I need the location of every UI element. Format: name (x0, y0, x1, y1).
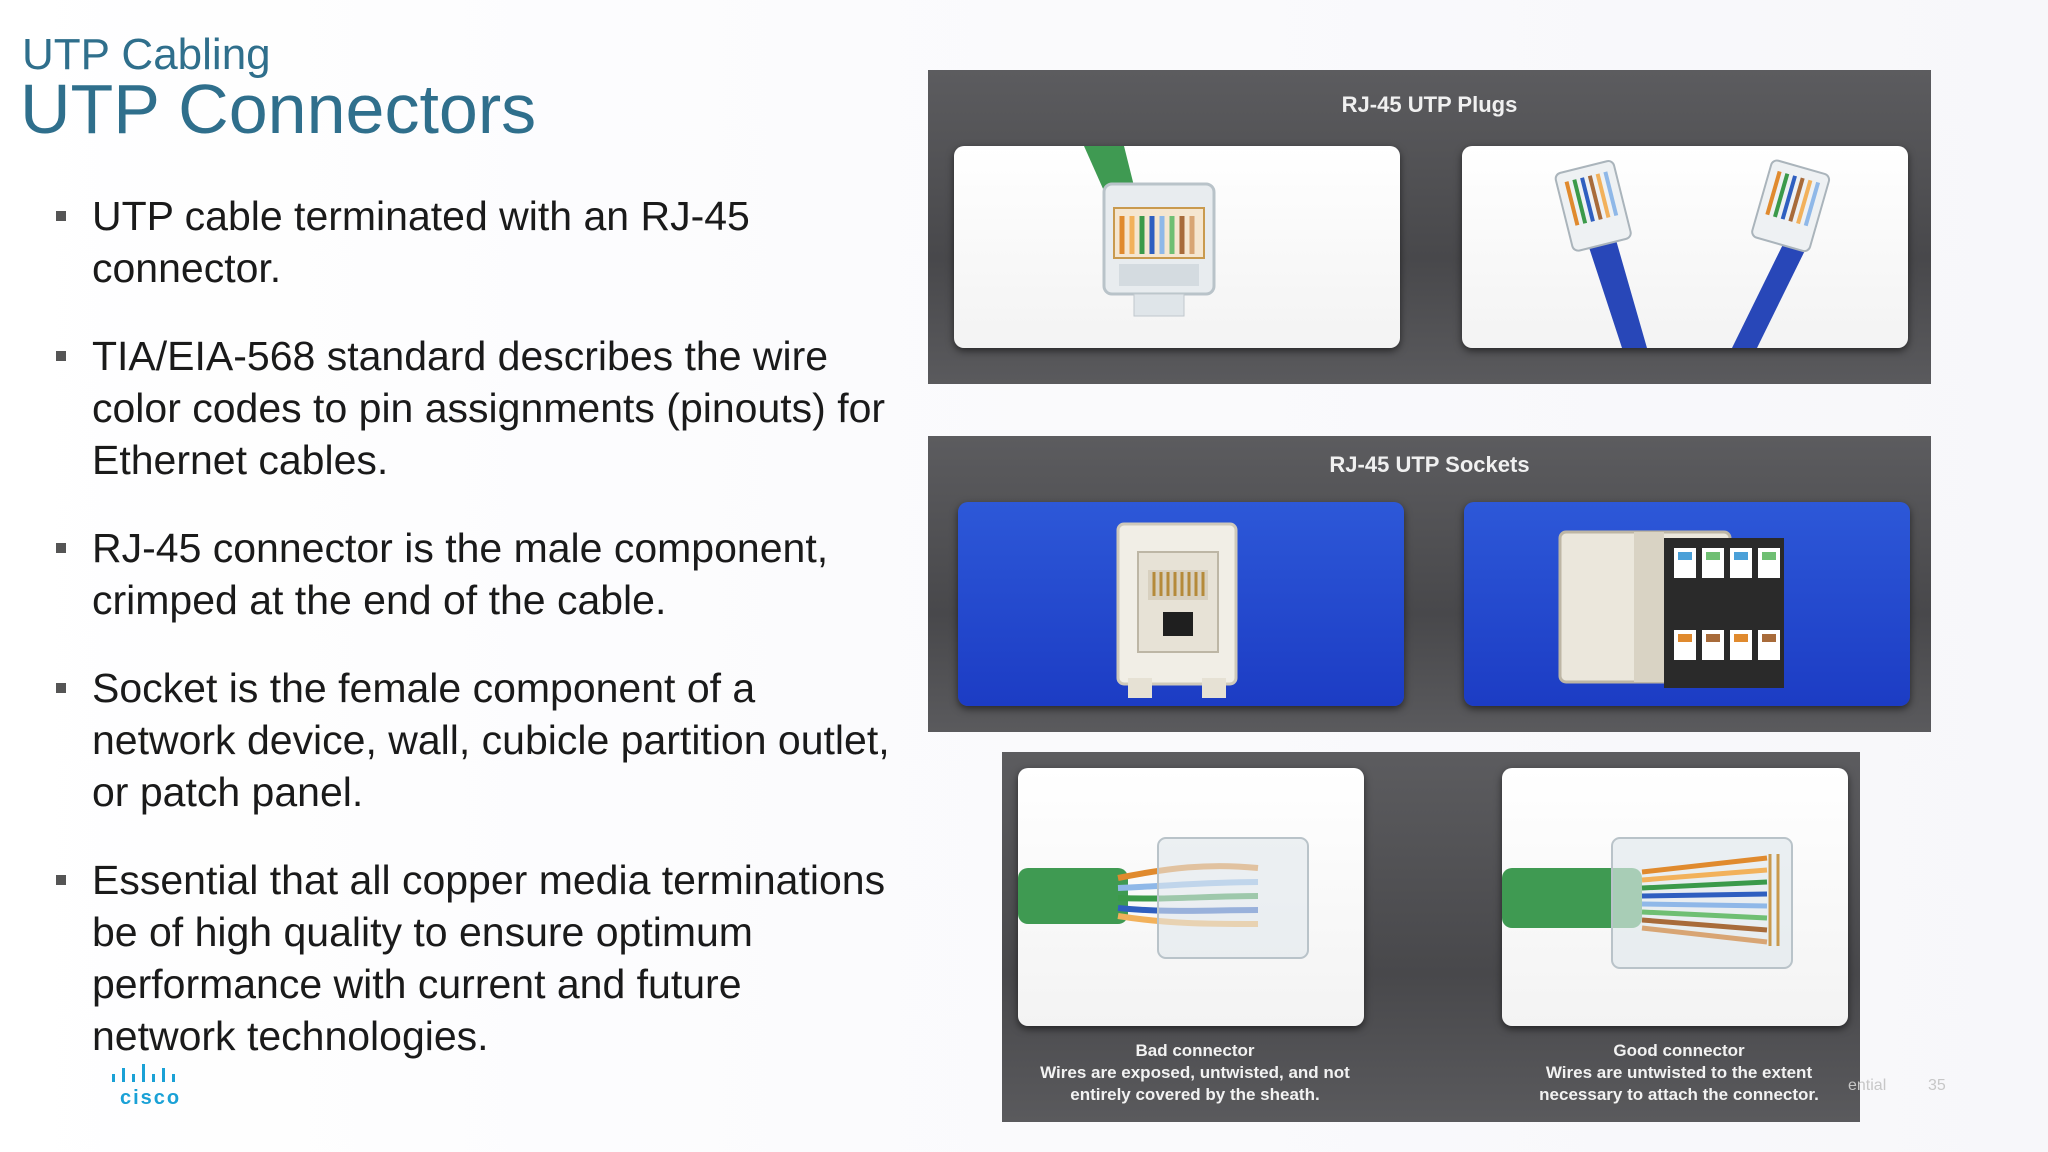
good-connector-title: Good connector (1613, 1041, 1745, 1060)
bullet-square-icon (56, 875, 66, 885)
cisco-logo-icon (110, 1064, 194, 1086)
socket-rear-photo (1464, 502, 1910, 706)
bullet-item: TIA/EIA-568 standard describes the wire … (50, 330, 890, 486)
bad-connector-title: Bad connector (1135, 1041, 1255, 1060)
bad-connector-line1: Wires are exposed, untwisted, and not (1040, 1063, 1350, 1082)
slide-title: UTP Connectors (20, 70, 537, 148)
good-connector-line1: Wires are untwisted to the extent (1545, 1063, 1813, 1082)
bad-connector-caption-block: Bad connector Wires are exposed, untwist… (1022, 1040, 1368, 1106)
sockets-panel-title: RJ-45 UTP Sockets (1329, 452, 1530, 477)
bullet-item: Socket is the female component of a netw… (50, 662, 890, 818)
footer-page-number: 35 (1928, 1077, 1946, 1094)
single-plug-photo (954, 146, 1400, 348)
bullet-item: UTP cable terminated with an RJ-45 conne… (50, 190, 890, 294)
good-connector-caption-block: Good connector Wires are untwisted to th… (1506, 1040, 1852, 1106)
bullet-list: UTP cable terminated with an RJ-45 conne… (50, 190, 890, 1098)
bullet-text: TIA/EIA-568 standard describes the wire … (92, 333, 886, 483)
paired-plugs-photo (1462, 146, 1908, 348)
plugs-panel-title: RJ-45 UTP Plugs (1341, 92, 1518, 117)
bullet-text: Socket is the female component of a netw… (92, 665, 890, 815)
bullet-square-icon (56, 351, 66, 361)
good-connector-line2: necessary to attach the connector. (1539, 1085, 1819, 1104)
slide-kicker: UTP Cabling (22, 30, 271, 79)
bullet-text: RJ-45 connector is the male component, c… (92, 525, 829, 623)
connector-quality-panel (1002, 752, 1860, 1122)
bullet-item: Essential that all copper media terminat… (50, 854, 890, 1062)
cisco-logo-text: cisco (120, 1087, 182, 1109)
bullet-square-icon (56, 683, 66, 693)
bullet-text: Essential that all copper media terminat… (92, 857, 886, 1059)
socket-front-photo (958, 502, 1404, 706)
rj45-plugs-panel: RJ-45 UTP Plugs (928, 70, 1931, 384)
bad-connector-line2: entirely covered by the sheath. (1070, 1085, 1320, 1104)
bad-connector-photo (1018, 768, 1364, 1026)
footer-confidential: ential (1848, 1077, 1887, 1094)
bullet-square-icon (56, 543, 66, 553)
good-connector-photo (1502, 768, 1848, 1026)
rj45-sockets-panel: RJ-45 UTP Sockets (928, 436, 1931, 732)
bullet-square-icon (56, 211, 66, 221)
bullet-item: RJ-45 connector is the male component, c… (50, 522, 890, 626)
bullet-text: UTP cable terminated with an RJ-45 conne… (92, 193, 750, 291)
